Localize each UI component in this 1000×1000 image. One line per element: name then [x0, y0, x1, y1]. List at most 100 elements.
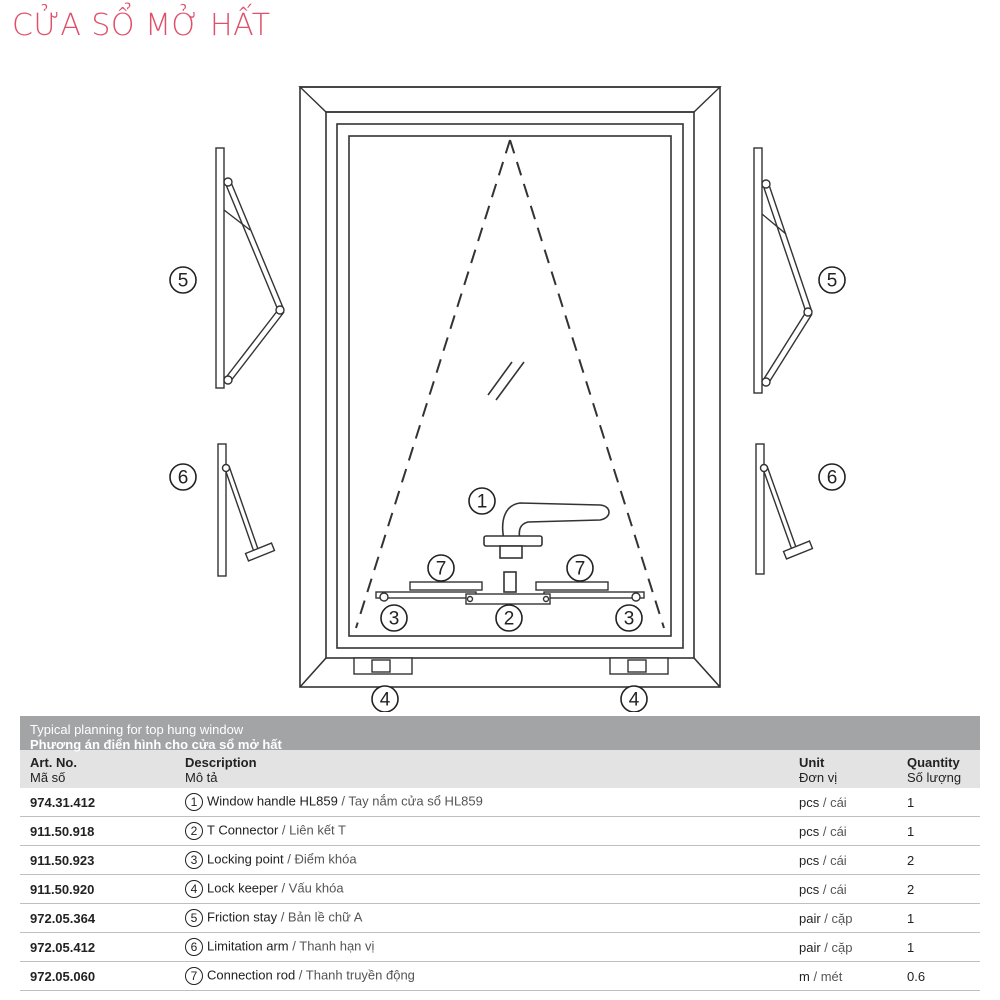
callout-7-left-label: 7	[436, 559, 447, 580]
callout-5-left-circle	[169, 266, 197, 294]
connection-rods	[375, 581, 645, 605]
callout-5-left-label: 5	[178, 271, 189, 292]
description-en: Window handle HL859	[207, 793, 338, 809]
quantity-cell: 1	[897, 932, 980, 962]
limitation-arm-left	[217, 443, 276, 577]
lock-keepers	[353, 657, 669, 675]
callout-6-right-circle	[818, 463, 846, 491]
table-caption-en: Typical planning for top hung window	[30, 722, 244, 737]
item-number-badge: 5	[185, 909, 203, 927]
callout-4-right-label: 4	[629, 690, 640, 711]
callout-3-left-label: 3	[389, 609, 400, 630]
description-vi: Điểm khóa	[294, 851, 357, 867]
callout-4-left-label: 4	[380, 690, 391, 711]
description-en: Connection rod	[207, 967, 296, 983]
description-vi: Bản lề chữ A	[287, 909, 363, 925]
quantity-cell: 1	[897, 816, 980, 846]
unit-cell: pair / cặp	[789, 932, 897, 962]
quantity-cell: 2	[897, 874, 980, 904]
item-number-badge: 4	[185, 880, 203, 898]
item-number-badge: 7	[185, 967, 203, 985]
table-caption: Typical planning for top hung window Phư…	[20, 716, 980, 752]
description-vi: Thanh truyền động	[305, 967, 415, 983]
description-en: Friction stay	[207, 909, 278, 925]
description-vi: Vấu khóa	[288, 880, 344, 896]
art-no-cell: 972.05.412	[20, 932, 175, 962]
art-no-cell: 911.50.918	[20, 816, 175, 846]
window-handle	[483, 502, 610, 593]
unit-cell: pcs / cái	[789, 788, 897, 817]
unit-cell: pcs / cái	[789, 816, 897, 846]
description-vi: Tay nắm cửa sổ HL859	[348, 793, 483, 809]
friction-stay-left	[215, 147, 285, 389]
callout-1-circle	[468, 487, 496, 515]
callout-2-circle	[495, 604, 523, 632]
quantity-cell: 1	[897, 788, 980, 817]
table-caption-vi: Phương án điển hình cho cửa sổ mở hất	[30, 737, 282, 752]
callout-3-right-circle	[615, 604, 643, 632]
item-number-badge: 3	[185, 851, 203, 869]
callout-3-left-circle	[380, 604, 408, 632]
description-vi: Thanh hạn vị	[299, 938, 375, 954]
callout-6-right-label: 6	[827, 468, 838, 489]
quantity-cell: 2	[897, 845, 980, 875]
callout-6-left-label: 6	[178, 468, 189, 489]
callout-7-left-circle	[427, 554, 455, 582]
item-number-badge: 6	[185, 938, 203, 956]
art-no-cell: 911.50.923	[20, 845, 175, 875]
parts-table-section: Typical planning for top hung window Phư…	[20, 716, 980, 991]
description-en: Limitation arm	[207, 938, 289, 954]
callout-6-left-circle	[169, 463, 197, 491]
col-art-no: Art. No.Mã số	[20, 750, 175, 788]
glass-mark	[487, 361, 525, 401]
callout-4-right-circle	[620, 685, 648, 712]
window-frame	[298, 86, 722, 688]
opening-indicator	[355, 139, 665, 629]
description-en: Locking point	[207, 851, 284, 867]
description-en: Lock keeper	[207, 880, 278, 896]
callout-1-label: 1	[477, 492, 488, 513]
callout-7-right-circle	[566, 554, 594, 582]
unit-cell: pcs / cái	[789, 874, 897, 904]
limitation-arm-right	[755, 443, 814, 575]
description-vi: Liên kết T	[289, 822, 346, 838]
quantity-cell: 1	[897, 903, 980, 933]
friction-stay-right	[753, 147, 813, 394]
art-no-cell: 974.31.412	[20, 788, 175, 817]
description-en: T Connector	[207, 822, 279, 838]
quantity-cell: 0.6	[897, 961, 980, 991]
callout-5-right-circle	[818, 266, 846, 294]
art-no-cell: 972.05.364	[20, 903, 175, 933]
callout-5-right-label: 5	[827, 271, 838, 292]
art-no-cell: 972.05.060	[20, 961, 175, 991]
item-number-badge: 2	[185, 822, 203, 840]
callout-7-right-label: 7	[575, 559, 586, 580]
callout-4-left-circle	[371, 685, 399, 712]
art-no-cell: 911.50.920	[20, 874, 175, 904]
callout-3-right-label: 3	[624, 609, 635, 630]
item-number-badge: 1	[185, 793, 203, 811]
unit-cell: m / mét	[789, 961, 897, 991]
callout-2-label: 2	[504, 609, 515, 630]
window-diagram: 1 2 3 3 4 4 5 5 6 6 7 7	[169, 86, 846, 712]
page-title: CỬA SỔ MỞ HẤT	[12, 8, 271, 43]
unit-cell: pcs / cái	[789, 845, 897, 875]
